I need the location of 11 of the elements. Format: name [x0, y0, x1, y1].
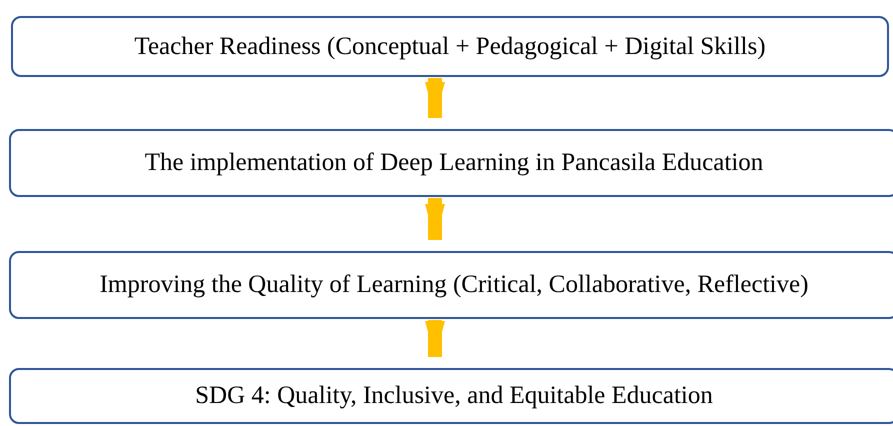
- down-arrow: [425, 320, 445, 357]
- process-box: [9, 129, 893, 197]
- process-box: [9, 368, 893, 424]
- down-arrow: [425, 78, 445, 118]
- box-text: SDG 4: Quality, Inclusive, and Equitable Education: [195, 382, 713, 410]
- box-text: Improving the Quality of Learning (Critical, Collaborative, Reflective): [100, 271, 808, 299]
- box-text: Teacher Readiness (Conceptual + Pedagogical + Digital Skills): [134, 32, 766, 60]
- box-text: The implementation of Deep Learning in Pancasila Education: [144, 149, 764, 177]
- down-arrow: [425, 198, 445, 240]
- process-box: [11, 16, 889, 77]
- process-box: [9, 251, 893, 319]
